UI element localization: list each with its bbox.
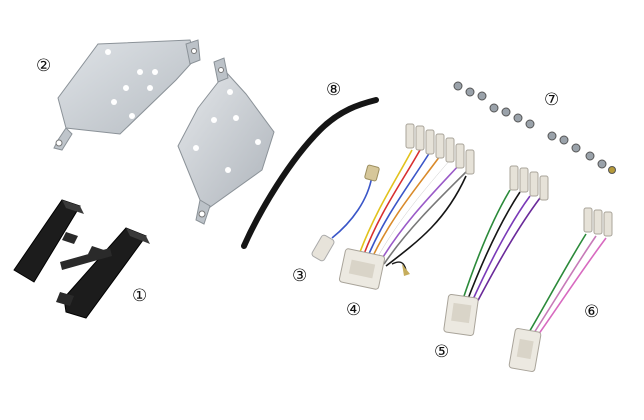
bracket-right xyxy=(177,57,275,225)
black-tube xyxy=(241,97,379,249)
label-part-5: ⑤ xyxy=(434,342,450,362)
harness-6 xyxy=(508,207,613,372)
label-part-6: ⑥ xyxy=(584,302,600,322)
main-harness xyxy=(338,123,475,290)
screws xyxy=(453,81,616,174)
label-part-4: ④ xyxy=(346,300,362,320)
single-wire xyxy=(311,164,380,262)
label-part-7: ⑦ xyxy=(544,90,560,110)
label-part-1: ① xyxy=(132,286,148,306)
harness-5 xyxy=(443,165,549,337)
bracket-left xyxy=(53,39,201,151)
label-part-2: ② xyxy=(36,56,52,76)
mounting-frame xyxy=(13,199,150,319)
label-part-8: ⑧ xyxy=(326,80,342,100)
label-part-3: ③ xyxy=(292,266,308,286)
